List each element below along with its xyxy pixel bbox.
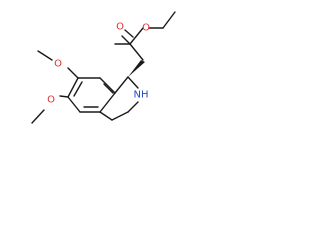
bond: [37, 50, 53, 61]
bond: [99, 111, 113, 121]
molecule-structure: O O O O NH: [31, 11, 176, 124]
bond: [129, 43, 144, 61]
bond: [59, 95, 69, 98]
bond: [99, 77, 116, 94]
bond: [162, 11, 176, 29]
methoxy-oxygen-6-label: O: [47, 95, 55, 106]
carbonyl-oxygen-label: O: [116, 22, 124, 33]
bond: [67, 77, 79, 98]
bond: [73, 81, 83, 97]
methoxy-oxygen-7-label: O: [54, 59, 62, 70]
ester-side-chain: [114, 11, 176, 61]
tetrahydro-ring: [99, 76, 139, 121]
methoxy-groups: [31, 50, 79, 124]
aromatic-ring: [67, 77, 116, 113]
bond: [99, 92, 116, 113]
bond: [114, 76, 129, 94]
bond: [67, 67, 79, 79]
bond: [129, 27, 144, 45]
structure-canvas: O O O O NH: [0, 0, 212, 146]
bond: [31, 109, 45, 124]
chiral-center: [114, 60, 145, 94]
bond: [121, 35, 131, 45]
bond: [127, 101, 139, 113]
bond: [127, 76, 139, 89]
amine-nh-label: NH: [134, 90, 149, 101]
bond: [103, 83, 114, 94]
wedge-bond: [128, 60, 145, 77]
bond: [124, 29, 134, 38]
bond: [67, 96, 81, 113]
bond: [111, 111, 129, 121]
ester-oxygen-label: O: [142, 23, 150, 34]
